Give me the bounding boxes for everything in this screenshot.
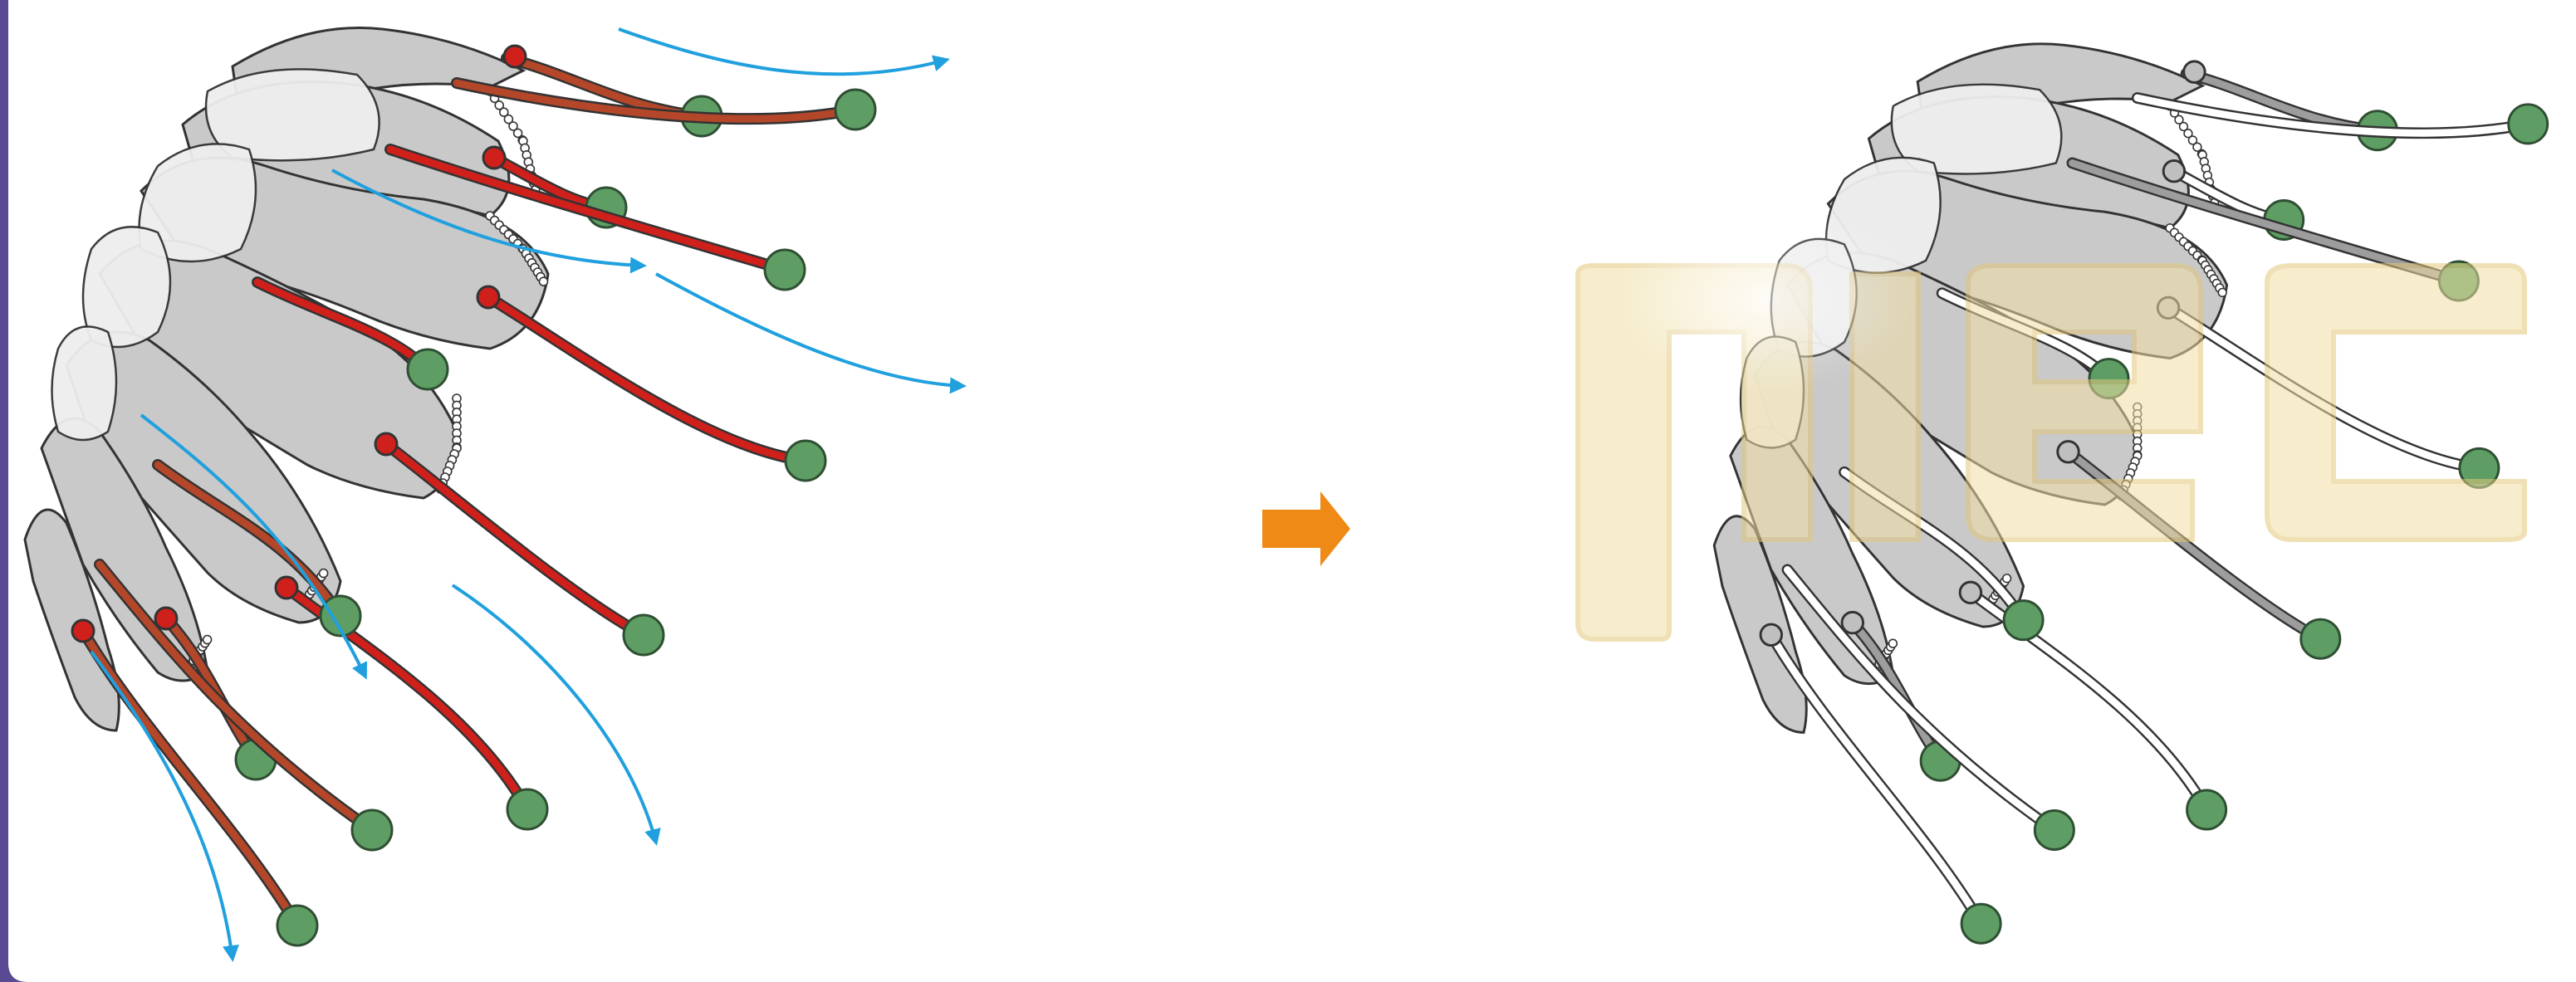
terminal-node [2299,618,2342,660]
edge-bead [508,121,518,131]
flow-arrow [655,272,967,394]
flow-arrow [451,584,661,846]
left-flow-arrows [90,27,967,962]
light-segment [51,325,118,442]
vessel-origin-node [154,606,179,631]
edge-bead [2183,129,2193,139]
vessel-core [386,145,789,274]
right-vessels [1759,60,2549,945]
vessel-group [71,44,877,947]
vessel-origin-node [374,432,399,457]
terminal-node [834,88,877,131]
vessel-core [453,79,859,123]
vessel-origin-node [2056,440,2080,464]
right-panel-diagram [1575,42,2549,945]
watermark-logo [1575,208,2527,642]
edge-bead [538,276,549,287]
left-vessels [71,44,877,947]
terminal-node [506,788,549,831]
edge-bead [512,128,523,139]
flow-arrow [331,169,647,274]
terminal-node [2507,103,2549,145]
light-segment [81,226,172,349]
edge-bead [2174,115,2184,125]
edge-bead [202,634,213,645]
vessel-core [1966,589,2211,813]
terminal-node [2186,789,2228,831]
vessel-core [95,560,376,834]
vessel-origin-node [1958,580,1983,605]
vessel-origin-node [71,618,95,643]
edge-bead [1888,638,1898,648]
vessel-core [484,293,810,465]
edge-bead [2001,574,2012,584]
vessel-origin-node [274,575,299,600]
edge-bead [2187,135,2198,145]
right-arrow-icon [1262,491,1350,566]
vessel-origin-node [476,285,501,310]
vessel-origin-node [2162,159,2187,183]
terminal-node [622,613,665,657]
vessel-group [1759,60,2549,945]
vessel-origin-node [1840,610,1865,635]
flow-arrow [618,27,950,76]
edge-bead [503,114,514,125]
terminal-node [2033,809,2075,851]
terminal-node [784,439,827,482]
vessel-origin-node [1759,623,1784,647]
terminal-node [406,348,449,391]
edge-bead [498,107,509,117]
terminal-node [2002,599,2045,642]
vessel-origin-node [2182,60,2206,84]
vessel-core [1767,631,1986,928]
vessel-core [2064,447,2324,643]
edge-bead [494,100,505,110]
terminal-node [276,904,319,947]
vessel-origin-node [482,145,507,170]
edge-bead [318,568,329,579]
vessel-core [2068,159,2463,285]
vessel-core [154,461,345,620]
edge-bead [2192,142,2202,152]
vessel-core [79,627,301,930]
terminal-node [319,594,362,638]
left-panel-diagram [23,26,967,962]
flow-arrow [140,413,368,680]
terminal-node [350,809,394,852]
vessel-core [2133,94,2532,137]
terminal-node [1960,902,2002,945]
edge-bead [2217,287,2227,298]
vessel-core [382,440,648,639]
vessel-core [1783,565,2059,834]
terminal-node [763,248,806,291]
vessel-origin-node [502,44,527,69]
edge-bead [2178,121,2189,132]
flow-arrow [90,650,239,962]
